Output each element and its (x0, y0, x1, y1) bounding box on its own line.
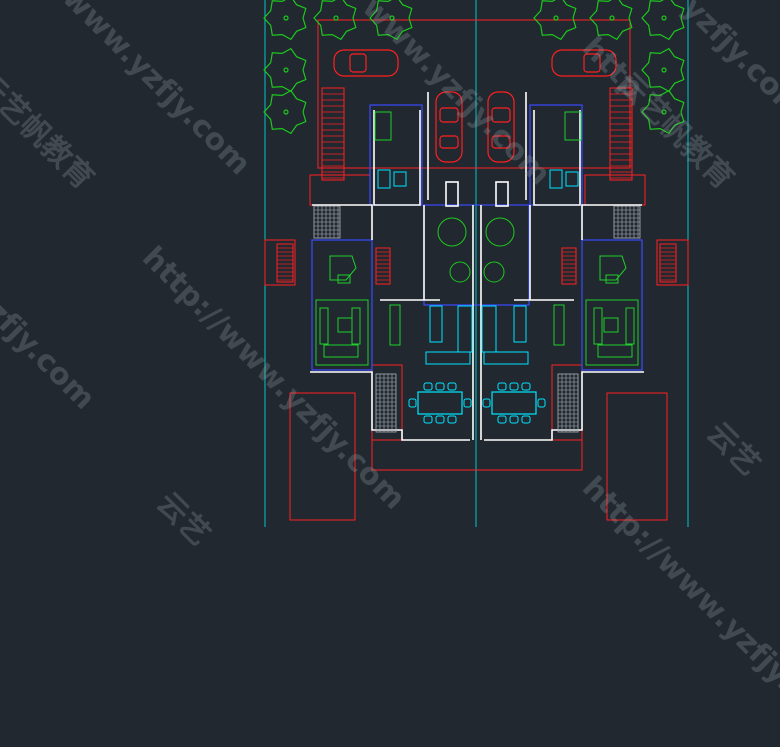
dining-chair (497, 382, 507, 391)
dining-chair (509, 415, 519, 424)
car-icon (333, 49, 617, 163)
tree-icon (263, 0, 307, 41)
toilet-icon (377, 169, 579, 189)
tree-trunk (609, 15, 615, 21)
dining-chair (521, 415, 531, 424)
tree-icon (263, 47, 307, 93)
tree-trunk (333, 15, 339, 21)
dining-chair (423, 382, 433, 391)
tree-icon (533, 0, 577, 41)
tree-trunk (661, 15, 667, 21)
tree-trunk (661, 109, 667, 115)
dining-chair (463, 398, 472, 408)
stair-treads (277, 93, 676, 281)
dining-chairs (408, 382, 546, 424)
living-room-blocks (315, 111, 639, 366)
tree-trunk (661, 67, 667, 73)
dining-chair (482, 398, 491, 408)
dining-chair (509, 382, 519, 391)
tree-trunk (389, 15, 395, 21)
kitchen-units (425, 305, 529, 365)
dining-chair (435, 415, 445, 424)
courtyard-plants (437, 217, 515, 283)
dining-chair (435, 382, 445, 391)
dining-chair (521, 382, 531, 391)
tree-trunk (553, 15, 559, 21)
tree-icon (263, 89, 307, 135)
tree-trunk (283, 15, 289, 21)
tree-trunk (283, 109, 289, 115)
piano-icon (329, 255, 627, 284)
tree-icon (369, 0, 413, 41)
dining-chair (447, 415, 457, 424)
tree-icon (641, 47, 685, 93)
hatch-pattern (314, 206, 640, 432)
dining-chair (423, 415, 433, 424)
tree-icon (313, 0, 357, 41)
tree-trunk (283, 67, 289, 73)
sofa-icon (319, 307, 635, 358)
dining-chair (497, 415, 507, 424)
tree-icon (263, 0, 685, 135)
tree-icon (641, 0, 685, 41)
tree-icon (589, 0, 633, 41)
dining-chair (408, 398, 417, 408)
dining-table-icon (417, 391, 537, 415)
stair-icon (276, 87, 677, 285)
tree-icon (641, 89, 685, 135)
dining-chair (447, 382, 457, 391)
cad-floor-plan (263, 0, 689, 527)
dining-chair (537, 398, 546, 408)
